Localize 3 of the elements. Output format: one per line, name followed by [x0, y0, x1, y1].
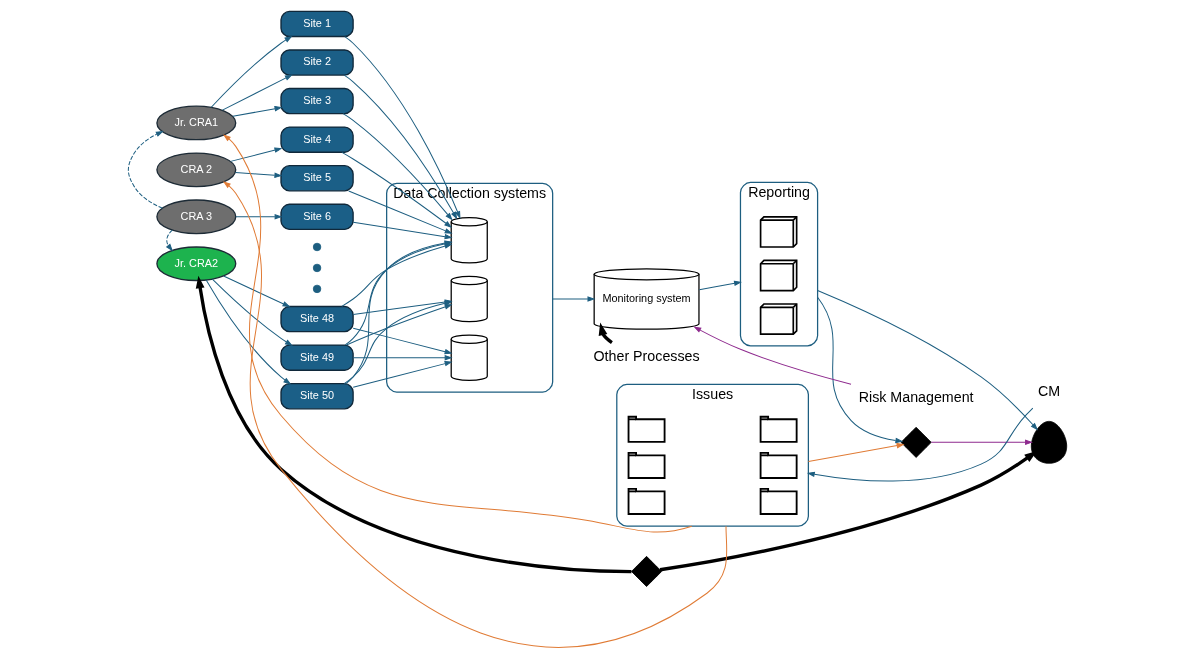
node-text: Risk Management [858, 389, 974, 406]
node-text: CM [1037, 383, 1061, 400]
node-text: Other Processes [593, 348, 700, 365]
